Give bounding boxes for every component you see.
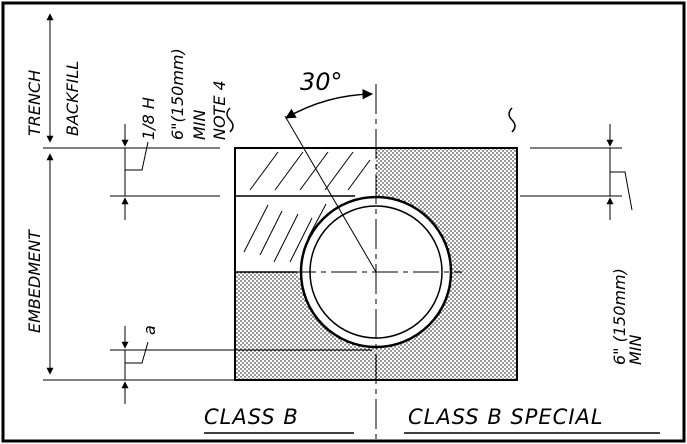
right-dimension-value: 6" (150mm) (610, 268, 629, 365)
backfill-label: BACKFILL (63, 61, 82, 136)
note4-label: NOTE 4 (210, 80, 229, 140)
angle-arc (285, 88, 374, 119)
break-symbol-right (508, 107, 516, 133)
break-symbol-left (226, 107, 234, 133)
right-dimension-min: MIN (626, 334, 645, 365)
one-eighth-h-label: 1/8 H (139, 97, 158, 140)
embedment-label: EMBEDMENT (25, 229, 44, 333)
backfill-hatch (243, 151, 371, 263)
trench-label: TRENCH (25, 70, 44, 136)
center-lines (284, 84, 462, 440)
class-b-special-title: CLASS B SPECIAL (408, 405, 604, 429)
angle-label: 30° (300, 68, 343, 96)
six-inch-label: 6"(150mm) (168, 48, 187, 140)
left-dimension-lines (43, 13, 372, 404)
right-dimension-lines (520, 124, 633, 220)
a-label: a (140, 325, 159, 335)
class-b-title: CLASS B (204, 405, 299, 429)
min-label: MIN (190, 109, 209, 140)
